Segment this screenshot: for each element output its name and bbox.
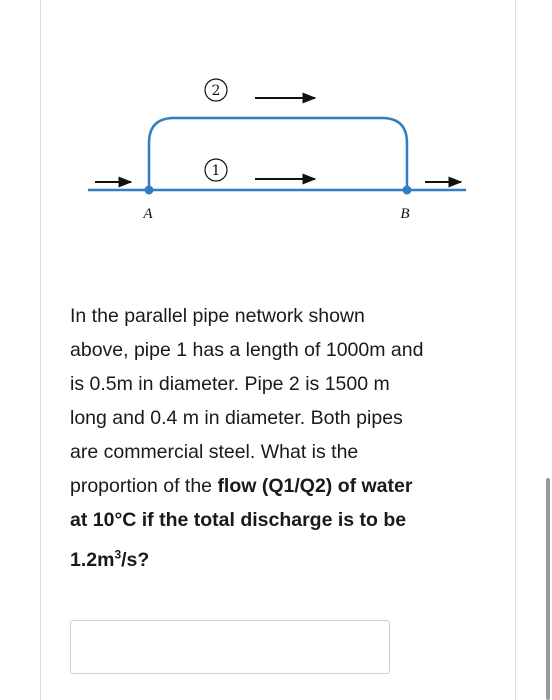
question-line: 1.2m3/s? xyxy=(70,537,490,577)
node-a-label: A xyxy=(142,206,153,222)
discharge-unit: /s? xyxy=(121,548,150,571)
pipe-2-label-circle xyxy=(204,78,228,102)
question-line: at 10°C if the total discharge is to be xyxy=(70,503,490,537)
node-a xyxy=(144,185,154,195)
question-line: is 0.5m in diameter. Pipe 2 is 1500 m xyxy=(70,373,390,395)
question-text: In the parallel pipe network shown above… xyxy=(70,299,490,577)
discharge-number: 1.2m xyxy=(70,548,115,571)
question-line: In the parallel pipe network shown xyxy=(70,305,365,327)
exponent: 3 xyxy=(114,547,122,561)
pipe-2-label: 2 xyxy=(212,83,221,99)
question-text-bold: at 10°C if the total discharge is to be xyxy=(70,509,407,531)
answer-input[interactable] xyxy=(70,620,390,674)
question-text-bold: flow (Q1/Q2) of water xyxy=(217,475,413,497)
question-line: long and 0.4 m in diameter. Both pipes xyxy=(70,407,403,429)
discharge-value: 1.2m3/s? xyxy=(70,547,150,571)
scrollbar[interactable] xyxy=(546,478,550,700)
question-line: above, pipe 1 has a length of 1000m and xyxy=(70,339,424,361)
node-b-label: B xyxy=(400,206,409,222)
pipe-1-label: 1 xyxy=(212,163,221,179)
node-b xyxy=(402,185,412,195)
pipe-1-label-circle xyxy=(204,158,228,182)
question-line: are commercial steel. What is the xyxy=(70,441,359,463)
question-line: proportion of the flow (Q1/Q2) of water xyxy=(70,469,490,503)
pipe-2 xyxy=(147,116,409,190)
question-card xyxy=(40,0,516,700)
parallel-pipe-diagram: 2 1 A B xyxy=(88,78,466,222)
question-text-plain: proportion of the xyxy=(70,475,218,497)
